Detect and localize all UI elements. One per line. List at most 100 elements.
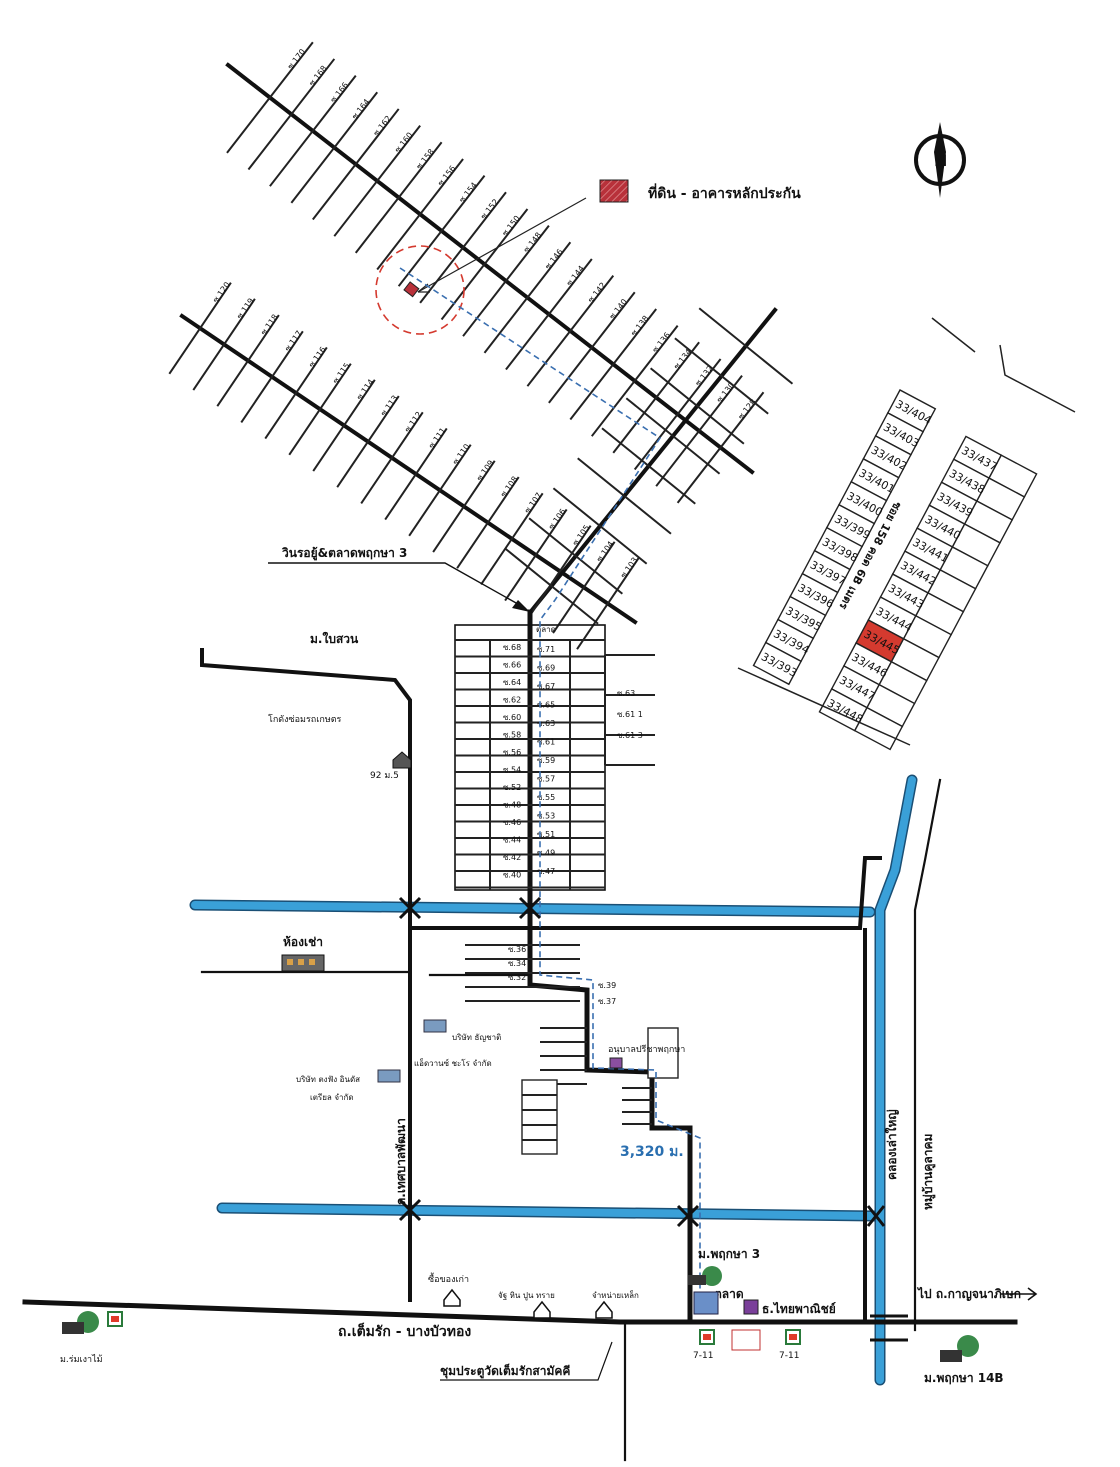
soi-line	[569, 308, 657, 421]
lower-soi-label: ซ.37	[598, 997, 616, 1006]
bridges	[398, 896, 908, 1342]
thai-phanich-label: ธ.ไทยพาณิชย์	[762, 1301, 836, 1316]
main-roads	[22, 648, 1018, 1462]
market-soi-label: ซ.47	[537, 867, 555, 876]
soi-line	[376, 158, 464, 271]
soi-line	[397, 175, 486, 287]
place-labels: วินรอยู้&ตลาดพฤกษา 3 ม.ใบสวน โกดังซ่อมรถ…	[60, 546, 1038, 1385]
soi-line	[408, 444, 472, 537]
soi-line	[336, 395, 400, 488]
soi-line	[698, 307, 794, 385]
soi-line	[548, 291, 636, 404]
plot-cell	[752, 641, 802, 686]
soi-line	[504, 547, 599, 625]
market-soi-label: ซ.65	[537, 701, 555, 710]
soi-line	[168, 282, 232, 375]
soi-line	[483, 241, 572, 354]
rental-building-icon	[281, 954, 325, 972]
village-icon-left	[62, 1311, 99, 1334]
soi-line	[601, 427, 696, 505]
soi-label: ซ.150	[500, 214, 521, 238]
canals	[189, 774, 918, 1386]
north-arrow-icon: N	[914, 122, 966, 198]
soi-line	[264, 346, 328, 440]
steel-shop-label: จำหน่ายเหล็ก	[592, 1290, 639, 1300]
market-soi-label: ซ.54	[503, 766, 521, 775]
soi-line	[360, 411, 424, 504]
soi-label: ซ.115	[331, 361, 352, 385]
plot-detail: 33/40433/40333/40233/40133/40033/39933/3…	[752, 389, 1038, 751]
side-soi-label: ซ.61 1	[617, 710, 643, 719]
market-soi-label: ซ.53	[537, 812, 555, 821]
soi-label: ซ.106	[547, 507, 568, 531]
market-soi-label: ซ.61	[537, 738, 555, 747]
soi-label: ซ.128	[737, 397, 758, 421]
soi-label: ซ.105	[571, 523, 592, 547]
soi-label: ซ.136	[651, 331, 672, 355]
market-soi-label: ซ.58	[503, 731, 521, 740]
legend-leader-line	[417, 197, 587, 293]
tesco-icon	[731, 1329, 761, 1351]
soi-label: ซ.103	[619, 556, 640, 580]
market-soi-label: ซ.66	[503, 661, 521, 670]
lower-soi-label: ซ.39	[598, 981, 616, 990]
sale-building-label: ซื้อของเก่า	[428, 1272, 469, 1285]
soi-line	[577, 457, 672, 535]
road-far-right	[913, 778, 942, 1332]
soi-line	[528, 525, 592, 618]
market-soi-label: ซ.57	[537, 775, 555, 784]
soi-line	[456, 476, 520, 569]
market-soi-label: ซ.42	[503, 853, 521, 862]
market-soi-label: ซ.56	[503, 748, 521, 757]
market-soi-label: ซ.40	[503, 871, 521, 880]
market-soi-label: ซ.55	[537, 793, 555, 802]
soi-line	[240, 330, 304, 423]
soi-line	[676, 391, 765, 504]
canal-name-label: คลองเล่าใหญ่	[884, 1109, 899, 1180]
soi-line	[384, 427, 448, 521]
soi-line	[576, 557, 640, 650]
side-soi-label: ซ.61 3	[617, 731, 643, 740]
lower-soi-label: ซ.34	[508, 959, 526, 968]
soi-label: ซ.146	[543, 247, 564, 271]
soi-label: ซ.114	[355, 378, 376, 402]
soi-line	[432, 460, 496, 553]
bank-icon	[743, 1299, 759, 1315]
lower-soi-label: ซ.32	[508, 973, 526, 982]
shop-icon-1	[443, 1288, 461, 1307]
seven-eleven-icon-left	[107, 1311, 123, 1327]
soi-line	[269, 74, 357, 187]
arrow-right-icon	[1000, 1287, 1038, 1301]
soi-line	[674, 337, 769, 415]
warehouse-label: โกดังซ่อมรถเกษตร	[268, 714, 342, 725]
soi-line	[290, 91, 379, 204]
soi-line	[312, 108, 400, 221]
soi-label: ซ.168	[307, 64, 328, 88]
diag-main-road-upper	[225, 62, 755, 475]
soi-line	[440, 208, 529, 321]
soi-label: ซ.156	[436, 164, 457, 188]
diagonal-grid-upper: ซ.170ซ.168ซ.166ซ.164ซ.162ซ.160ซ.158ซ.156…	[168, 41, 794, 650]
company-2-label: บริษัท ตงฟัง อินดัส	[296, 1075, 360, 1084]
legend-label: ที่ดิน - อาคารหลักประกัน	[648, 183, 801, 202]
market-soi-label: ซ.59	[537, 756, 555, 765]
market-soi-label: ซ.52	[503, 783, 521, 792]
soi-label: ซ.110	[451, 442, 472, 466]
diag-connector-road	[529, 307, 778, 613]
soi-label: ซ.118	[259, 313, 280, 337]
company-2b-label: เตรียล จำกัด	[310, 1093, 354, 1102]
soi-line	[552, 541, 616, 634]
soi-label: ซ.107	[523, 491, 544, 515]
factory-icon	[423, 1019, 447, 1033]
soi-line	[528, 517, 623, 595]
soi-label: ซ.144	[565, 264, 586, 288]
market-soi-label: ซ.60	[503, 713, 521, 722]
legend: ที่ดิน - อาคารหลักประกัน	[599, 179, 801, 203]
soi-line	[552, 487, 648, 565]
soi-label: ซ.164	[350, 97, 371, 121]
market-soi-label: ซ.68	[503, 643, 521, 652]
soi-line	[590, 325, 679, 437]
soi-label: ซ.116	[307, 345, 328, 369]
soi-line	[504, 508, 568, 602]
lower-grid: ซ.36ซ.34ซ.32 ซ.39ซ.37	[465, 944, 679, 1155]
